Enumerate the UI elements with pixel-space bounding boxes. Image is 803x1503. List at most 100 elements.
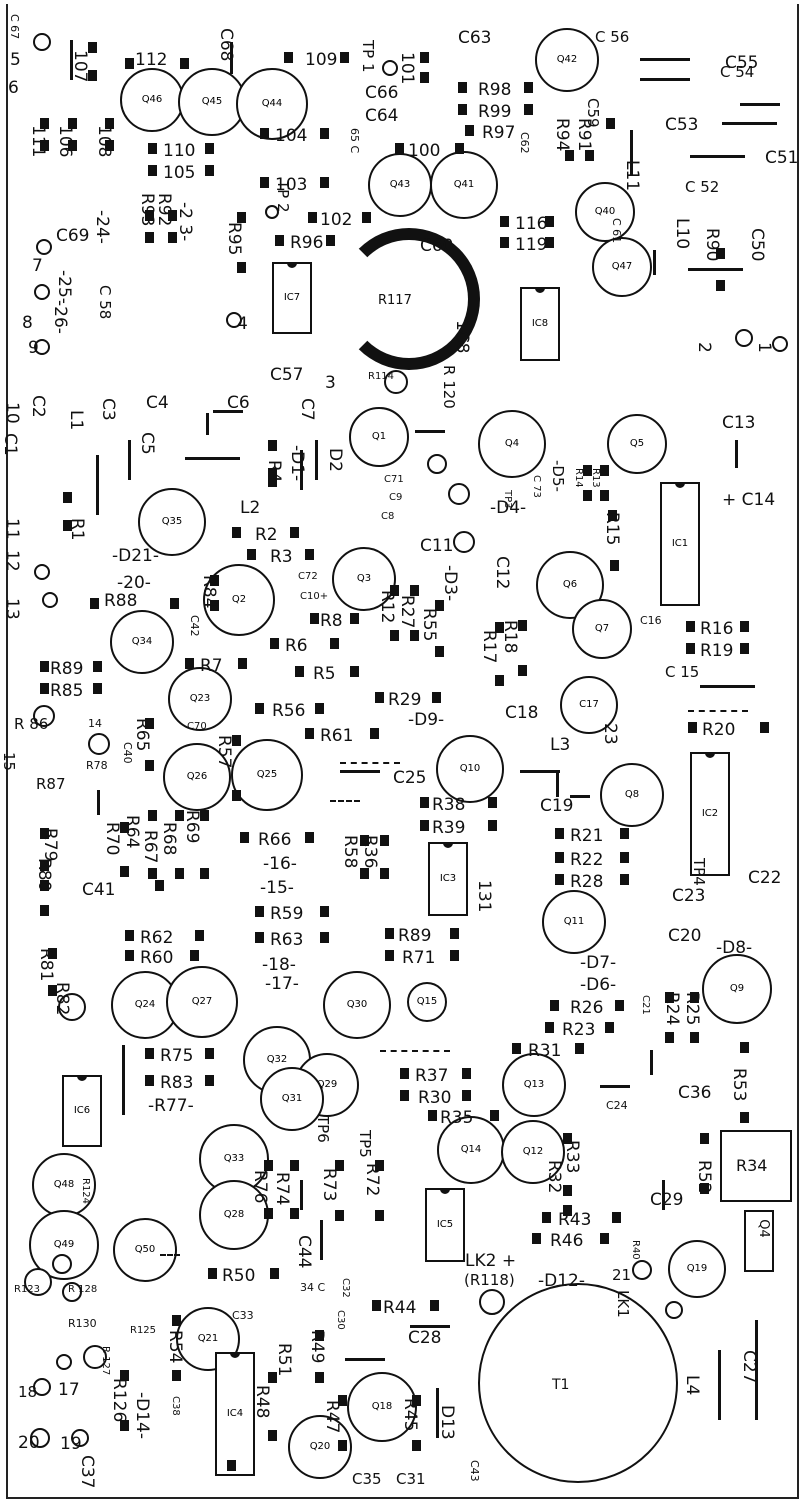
solder-pad [390,630,399,641]
transistor-label: Q12 [522,1146,544,1157]
solder-pad [585,150,594,161]
label-r49: R49 [307,1330,327,1364]
transistor-q10: Q10 [436,735,504,803]
solder-pad [255,906,264,917]
label-r64: R64 [122,815,142,849]
label-c5: C5 [137,432,157,455]
solder-pad [175,868,184,879]
label-r126: R126 [109,1378,129,1423]
solder-pad [240,832,249,843]
solder-pad [268,1430,277,1441]
label-n20: -20- [117,573,151,593]
label-n21: 21 [612,1266,632,1284]
transistor-label: Q49 [53,1239,75,1250]
solder-pad [305,549,314,560]
transistor-label: Q9 [729,983,745,994]
label-r7: R7 [200,656,223,676]
label-n18b: 18 [18,1383,38,1401]
label-r46: R46 [550,1231,584,1251]
test-point [34,564,50,580]
transistor-label: Q47 [611,261,633,272]
solder-pad [420,797,429,808]
transistor-label: Q14 [460,1144,482,1155]
test-point [382,60,398,76]
solder-pad [237,262,246,273]
solder-pad [200,810,209,821]
label-c12: C12 [492,556,512,590]
transistor-q7: Q7 [572,599,632,659]
transistor-label: Q42 [556,54,578,65]
label-l3: L3 [550,735,571,755]
transistor-label: Q6 [562,579,578,590]
label-c30: C30 [335,1310,346,1330]
solder-pad [232,735,241,746]
transistor-q17: C17 [560,676,618,734]
label-r80: R80 [34,858,54,892]
label-lk1: LK1 [614,1290,632,1318]
solder-pad [40,118,49,129]
label-r61: R61 [320,726,354,746]
label-tp3: TP3 [502,490,513,509]
label-c33: C33 [232,1309,254,1322]
label-r104: 104 [275,126,308,146]
silk-line [320,1220,323,1260]
label-r89b: R89 [398,926,432,946]
label-l1: L1 [66,410,86,431]
transistor-label: Q28 [223,1209,245,1220]
transistor-q35: Q35 [138,488,206,556]
solder-pad [330,638,339,649]
transistor-label: Q31 [281,1093,303,1104]
solder-pad [148,868,157,879]
ic-ic6: IC6 [62,1075,102,1147]
label-r28: R28 [570,872,604,892]
solder-pad [410,630,419,641]
transistor-label: Q32 [266,1054,288,1065]
label-tp1: TP 1 [359,40,377,73]
label-r18: R18 [500,620,520,654]
label-r77: -R77- [148,1096,194,1116]
transistor-label: Q4 [504,438,520,449]
solder-pad [620,852,629,863]
solder-pad [665,1032,674,1043]
dashed-outline [340,762,400,764]
transistor-label: Q50 [134,1244,156,1255]
solder-pad [550,1000,559,1011]
label-r88: R88 [104,591,138,611]
transistor-label: Q40 [594,206,616,217]
transistor-label: Q27 [191,996,213,1007]
solder-pad [320,932,329,943]
solder-pad [435,646,444,657]
transistor-label: Q23 [189,693,211,704]
solder-pad [412,1440,421,1451]
silk-line [128,440,131,480]
label-r97: R97 [482,123,516,143]
solder-pad [227,1460,236,1471]
label-n20b: 20 [18,1433,40,1453]
label-n15b: -15- [260,878,294,898]
solder-pad [740,643,749,654]
solder-pad [264,1160,273,1171]
solder-pad [268,476,277,487]
label-r120: R 120 [440,365,458,409]
solder-pad [208,1268,217,1279]
silk-line [600,1085,630,1088]
silk-line [122,1045,125,1115]
transistor-q40: Q40 [575,182,635,242]
solder-pad [308,212,317,223]
solder-pad [268,440,277,451]
transistor-q3: Q3 [332,547,396,611]
label-r69: R69 [182,810,202,844]
ic-ic8: IC8 [520,287,560,361]
dashed-outline [380,1050,450,1052]
solder-pad [740,1112,749,1123]
label-tp2: TP 2 [274,180,292,213]
transistor-label: Q46 [141,94,163,105]
label-n16: -16- [263,854,297,874]
label-n14: 14 [88,717,102,730]
label-r59: R59 [270,904,304,924]
label-t1: T1 [552,1377,570,1393]
label-r60: R60 [140,948,174,968]
silk-line [70,40,73,80]
test-point [56,1354,72,1370]
transistor-q41: Q41 [430,151,498,219]
